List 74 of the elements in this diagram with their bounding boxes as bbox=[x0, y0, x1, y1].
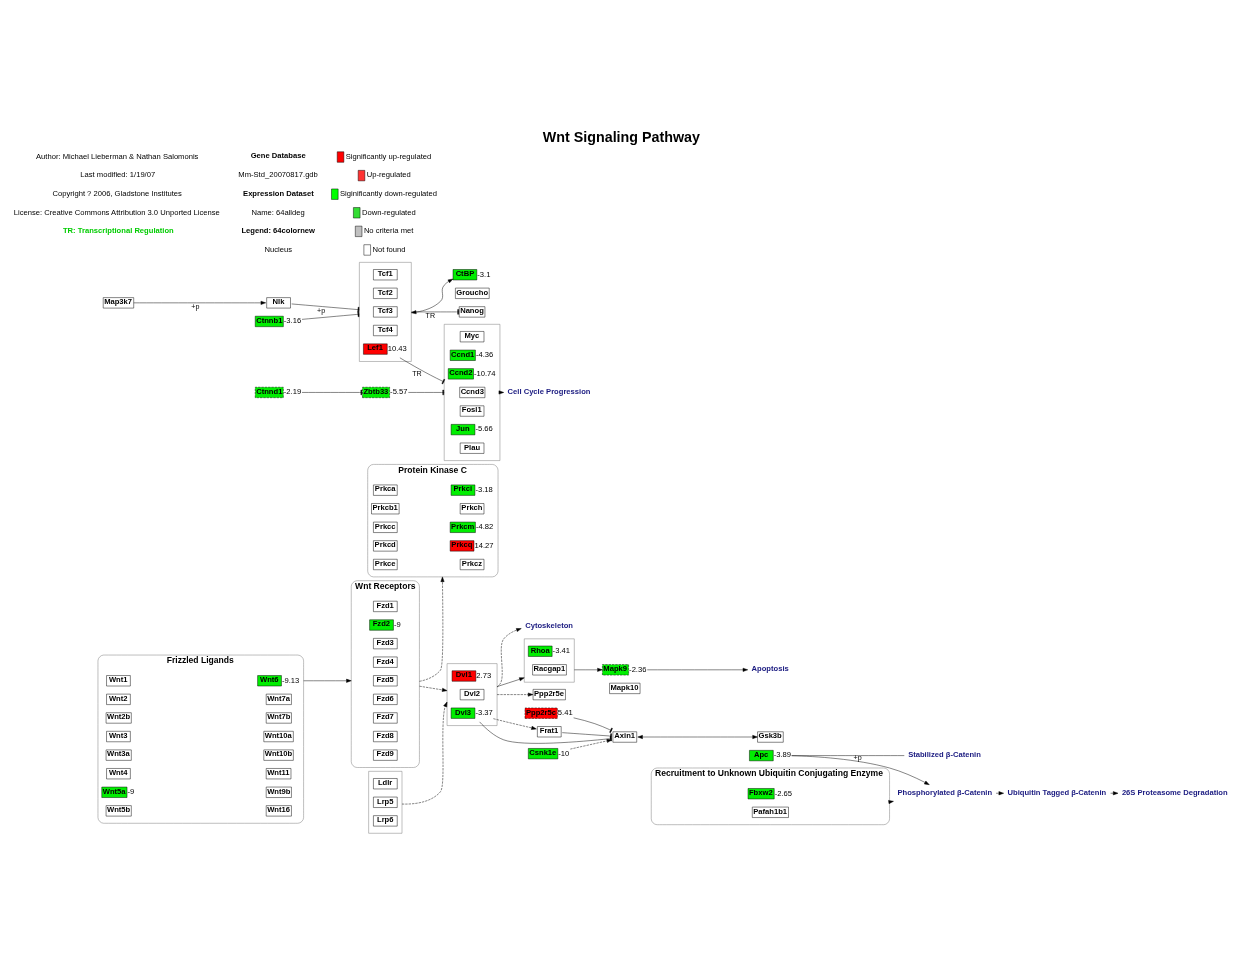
arrow bbox=[570, 738, 612, 749]
arrow bbox=[303, 678, 352, 683]
arrow bbox=[496, 676, 525, 687]
node-label: -10.74 bbox=[473, 368, 496, 378]
legend-label: Not found bbox=[372, 244, 406, 254]
label: Name: 64alldeg bbox=[251, 207, 305, 217]
legend-label: Up-regulated bbox=[366, 169, 411, 179]
node-label: -3.1 bbox=[477, 269, 491, 279]
node-label: -2.36 bbox=[629, 664, 647, 674]
label: Author: Michael Lieberman & Nathan Salomonis bbox=[36, 151, 199, 161]
label: Nucleus bbox=[264, 244, 293, 254]
cluster bbox=[368, 770, 403, 833]
label: Gene Database bbox=[250, 150, 306, 160]
arrow bbox=[419, 685, 448, 692]
connector bbox=[408, 389, 445, 395]
label: Copyright ? 2006, Gladstone Institutes bbox=[52, 188, 182, 198]
node-text: Cytoskeleton bbox=[525, 620, 574, 630]
connector bbox=[301, 311, 360, 320]
connector bbox=[562, 731, 613, 739]
node-label: -9 bbox=[393, 619, 401, 629]
node-label: -9.13 bbox=[281, 675, 300, 685]
node-text: Apoptosis bbox=[751, 663, 789, 673]
arrow bbox=[647, 667, 748, 672]
node-label: 14.27 bbox=[474, 540, 494, 550]
connector bbox=[301, 389, 363, 395]
arrow bbox=[493, 717, 537, 730]
node-label: -3.16 bbox=[283, 315, 302, 325]
label: Last modified: 1/19/07 bbox=[80, 169, 156, 179]
arrow bbox=[401, 701, 448, 804]
label: Legend: 64colornew bbox=[241, 225, 315, 235]
connector bbox=[573, 717, 613, 733]
node-label: -2.19 bbox=[283, 386, 302, 396]
arrow bbox=[496, 627, 522, 687]
arrow bbox=[1110, 790, 1119, 795]
node-label: -4.36 bbox=[475, 349, 494, 359]
node-text: Phosphorylated β-Catenin bbox=[897, 787, 993, 797]
node-text: Stabilized β-Catenin bbox=[908, 749, 981, 759]
node-label: 2.73 bbox=[476, 670, 492, 680]
node-label: -2.65 bbox=[774, 788, 793, 798]
node-label: -3.18 bbox=[475, 484, 493, 494]
node-label: -5.66 bbox=[475, 423, 493, 433]
node-text: Ubiquitin Tagged β-Catenin bbox=[1007, 787, 1107, 797]
diagram-title: Wnt Signaling Pathway bbox=[542, 128, 700, 145]
label: License: Creative Commons Attribution 3.0 Unported License bbox=[13, 207, 220, 217]
label: Expression Dataset bbox=[243, 188, 314, 198]
arrow bbox=[419, 576, 445, 682]
node-label: -3.37 bbox=[475, 707, 493, 717]
arrow bbox=[995, 790, 1004, 795]
connector bbox=[291, 303, 360, 312]
label: Mm-Std_20070817.gdb bbox=[238, 169, 318, 179]
node-label: 5.41 bbox=[557, 707, 573, 717]
cluster bbox=[524, 638, 575, 682]
cluster bbox=[446, 662, 498, 726]
legend-label: No criteria met bbox=[363, 225, 414, 235]
arrow bbox=[133, 300, 266, 305]
legend-label: Down-regulated bbox=[361, 207, 416, 217]
connector bbox=[479, 721, 612, 744]
legend-label: Significantly up-regulated bbox=[345, 151, 432, 161]
label: TR: Transcriptional Regulation bbox=[62, 225, 174, 235]
node-label: -9 bbox=[127, 786, 135, 796]
node-label: -5.57 bbox=[390, 386, 408, 396]
arrow bbox=[637, 734, 758, 739]
arrow bbox=[791, 755, 930, 785]
legend-label: Siginificantly down-regulated bbox=[340, 188, 437, 198]
node-label: -4.82 bbox=[475, 521, 494, 531]
connector bbox=[399, 357, 445, 384]
node-label: -3.41 bbox=[552, 645, 570, 655]
node-text: Cell Cycle Progression bbox=[507, 386, 591, 396]
arrow bbox=[574, 667, 603, 672]
node-label: -10 bbox=[558, 748, 570, 757]
node-label: -3.89 bbox=[773, 749, 792, 759]
node-label: 10.43 bbox=[387, 343, 407, 353]
arrow bbox=[496, 692, 534, 696]
node-text: 26S Proteasome Degradation bbox=[1121, 787, 1228, 797]
